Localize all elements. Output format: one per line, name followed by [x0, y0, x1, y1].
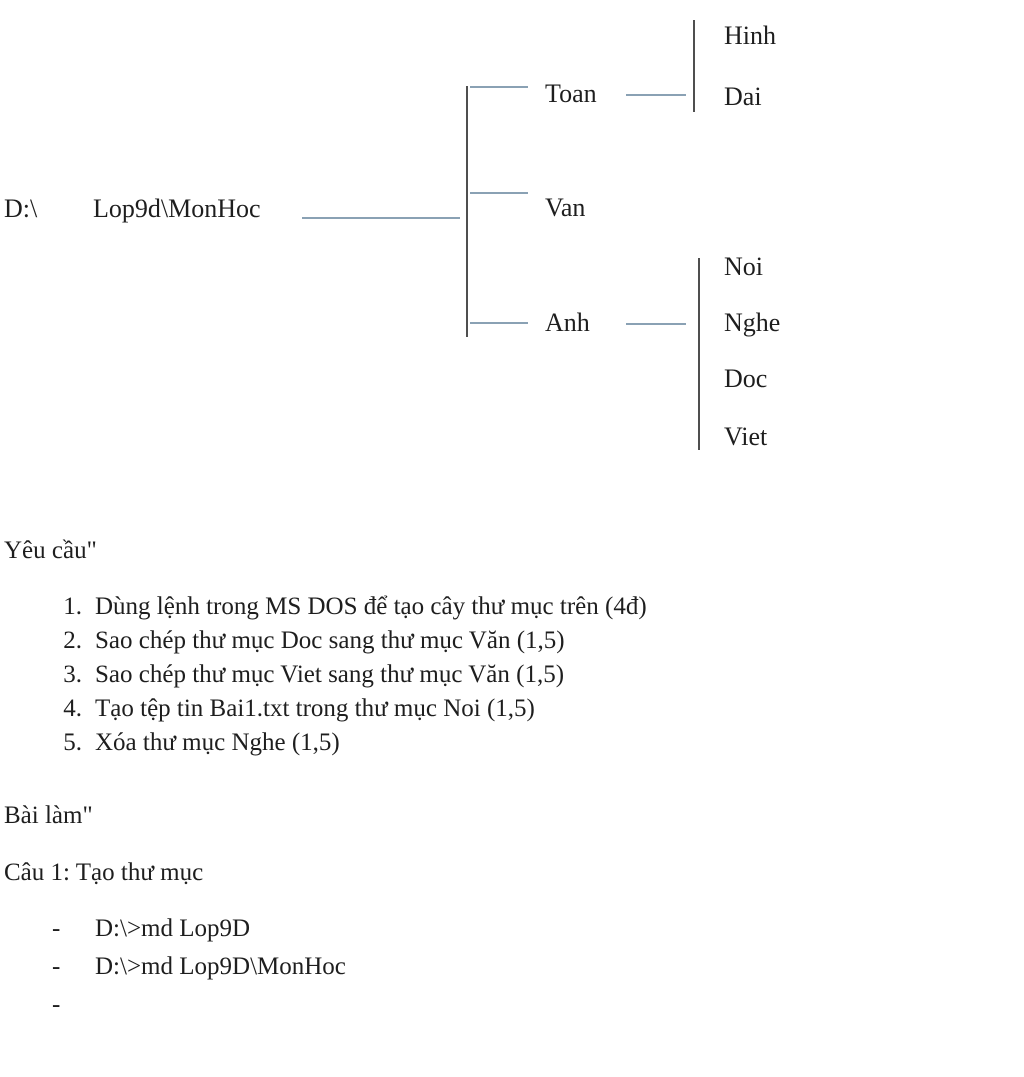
list-item-text: Tạo tệp tin Bai1.txt trong thư mục Noi (… — [95, 695, 535, 722]
branch-anh — [470, 322, 528, 324]
list-bullet: - — [52, 953, 61, 980]
branch-toan — [470, 86, 528, 88]
list-item-number: 1. — [63, 593, 82, 620]
question-label: Câu 1: Tạo thư mục — [4, 859, 204, 886]
list-item-text: Dùng lệnh trong MS DOS để tạo cây thư mụ… — [95, 593, 647, 620]
command-text: D:\>md Lop9D\MonHoc — [95, 953, 346, 980]
folder-hinh: Hinh — [724, 21, 776, 50]
folder-anh: Anh — [545, 308, 590, 337]
root-connector — [302, 217, 460, 219]
branch-van — [470, 192, 528, 194]
folder-viet: Viet — [724, 422, 768, 451]
list-item-text: Sao chép thư mục Doc sang thư mục Văn (1… — [95, 627, 565, 654]
folder-nghe: Nghe — [724, 308, 781, 337]
anh-connector — [626, 323, 686, 325]
root-folder-label: Lop9d\MonHoc — [93, 194, 261, 223]
requirements-heading: Yêu cầu" — [4, 537, 97, 564]
toan-connector — [626, 94, 686, 96]
folder-doc: Doc — [724, 364, 768, 393]
list-item-number: 4. — [63, 695, 82, 722]
list-bullet: - — [52, 991, 61, 1018]
list-bullet: - — [52, 915, 61, 942]
level1-trunk — [466, 86, 468, 337]
folder-noi: Noi — [724, 252, 763, 281]
list-item-number: 2. — [63, 627, 82, 654]
drive-label: D:\ — [4, 194, 38, 223]
folder-van: Van — [545, 193, 586, 222]
toan-trunk — [693, 20, 695, 112]
folder-toan: Toan — [545, 79, 597, 108]
list-item-number: 3. — [63, 661, 82, 688]
list-item-number: 5. — [63, 729, 82, 756]
anh-trunk — [698, 258, 700, 450]
command-text: D:\>md Lop9D — [95, 915, 251, 942]
list-item-text: Sao chép thư mục Viet sang thư mục Văn (… — [95, 661, 565, 688]
folder-dai: Dai — [724, 82, 762, 111]
answer-heading: Bài làm" — [4, 802, 93, 829]
list-item-text: Xóa thư mục Nghe (1,5) — [95, 729, 340, 756]
